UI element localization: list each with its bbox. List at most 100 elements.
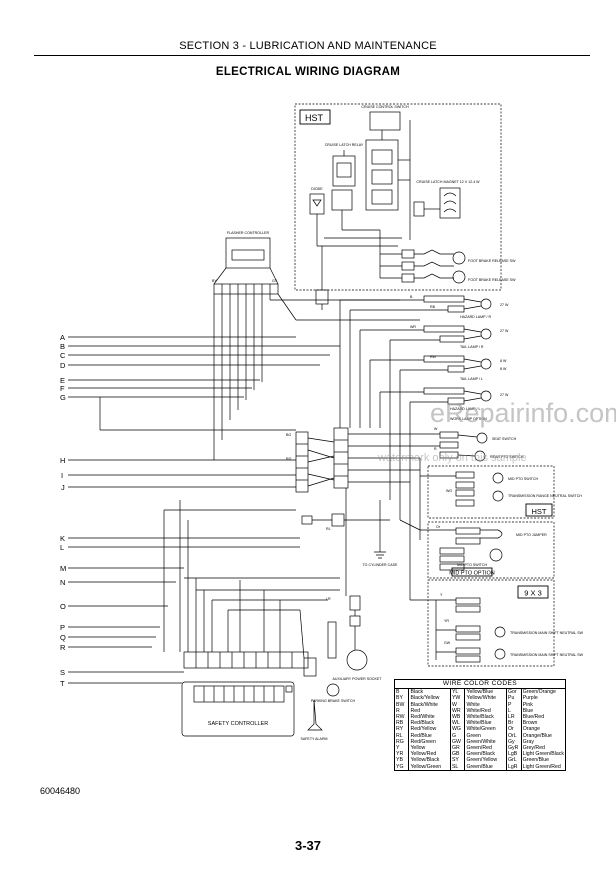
- wire-color-name: Black: [408, 688, 451, 696]
- left-label: Q: [60, 633, 66, 642]
- hst-lower-box: [427, 465, 555, 519]
- wire-code: YR: [393, 751, 410, 758]
- lamp-watt-2: 27 W: [500, 329, 509, 333]
- aux-power-socket-label: AUXILIARY POWER SOCKET: [333, 677, 383, 681]
- left-label: K: [60, 534, 65, 543]
- wire-code: SL: [449, 763, 466, 771]
- page-title: ELECTRICAL WIRING DIAGRAM: [215, 66, 401, 78]
- wire-code: R: [393, 707, 410, 715]
- wire-code: LgR: [506, 763, 522, 771]
- wire-tag: GY: [272, 279, 278, 283]
- foot-brake-release-label-1: FOOT BRAKE RELEASE SW: [468, 259, 516, 263]
- page-number: 3-37: [294, 838, 322, 853]
- mid-pto-option-box: [427, 521, 555, 579]
- wire-color-name: Red/Yellow: [408, 726, 451, 733]
- lamp-watt-1: 27 W: [500, 303, 509, 307]
- wire-color-name: Green/Blue: [464, 763, 507, 771]
- wire-code: Gor: [506, 688, 522, 696]
- wire-tag: RB: [430, 305, 436, 309]
- wire-code: RW: [393, 714, 410, 721]
- left-label: J: [61, 483, 65, 492]
- wire-tag: LR: [326, 597, 331, 601]
- left-label: P: [60, 623, 65, 632]
- left-label: R: [60, 643, 66, 652]
- wire-color-name: Grey/Red: [520, 745, 567, 752]
- watermark-sample: watermark only on this sample: [378, 452, 527, 464]
- wire-color-name: Red/Green: [408, 738, 451, 746]
- wire-tag: W: [434, 427, 438, 431]
- tail-lamp-r-label: TAIL LAMP / R: [460, 345, 484, 349]
- wire-color-name: Yellow/Black: [408, 757, 451, 764]
- wire-color-name: Red: [408, 707, 451, 715]
- wire-color-name: Green/Orange: [520, 688, 567, 696]
- foot-brake-release-label-2: FOOT BRAKE RELEASE SW: [468, 278, 516, 282]
- cruise-control-switch-label: CRUISE CONTROL SWITCH: [361, 105, 409, 109]
- left-label: A: [60, 333, 65, 342]
- wire-color-name: Blue: [520, 707, 567, 715]
- nine-by-three-label: 9 X 3: [524, 589, 542, 598]
- wire-color-name: Orange: [520, 726, 567, 733]
- wire-tag: YR: [444, 619, 449, 623]
- wire-color-name: Green/White: [464, 738, 507, 746]
- transmission-range-label: TRANSMISSION RANGE NEUTRAL SWITCH: [508, 494, 582, 498]
- wire-code: Y: [393, 745, 410, 752]
- central-connector: [333, 427, 349, 489]
- left-label: G: [60, 393, 66, 402]
- wire-color-name: Red/White: [408, 714, 451, 721]
- wire-code: YB: [393, 757, 410, 764]
- nine-by-three-box: [427, 579, 555, 667]
- wire-color-name: White: [464, 701, 507, 708]
- header-rule: [34, 55, 590, 56]
- wire-color-name: Yellow/Red: [408, 751, 451, 758]
- wire-color-name: Brown: [520, 720, 567, 727]
- wire-color-name: Green/Yellow: [464, 757, 507, 764]
- watermark-site: eRepairinfo.com: [430, 398, 616, 428]
- left-label: D: [60, 361, 66, 370]
- cruise-control-switch-housing: [365, 139, 399, 211]
- cruise-latch-magnet-body: [439, 187, 461, 219]
- left-label: C: [60, 351, 66, 360]
- wire-color-name: Light Green/Black: [520, 751, 567, 758]
- mid-pto-switch-hst-label: MID PTO SWITCH: [508, 477, 538, 481]
- wire-code: YL: [449, 688, 466, 696]
- cruise-latch-relay-label: CRUISE LATCH RELAY: [325, 143, 364, 147]
- wire-color-name: Green/Blue: [520, 757, 567, 764]
- mid-pto-switch-label: MID PTO SWITCH: [457, 563, 487, 567]
- left-label: B: [60, 342, 65, 351]
- seat-switch-label: SEAT SWITCH: [492, 437, 517, 441]
- flasher-controller-label: FLASHER CONTROLLER: [227, 231, 270, 235]
- hst-label: HST: [305, 113, 324, 123]
- wire-tag: WG: [446, 489, 452, 493]
- wire-color-name: Green: [464, 732, 507, 739]
- rear-pto-switch-label: REAR PTO SWITCH: [490, 455, 524, 459]
- wire-tag: Y: [440, 593, 443, 597]
- wire-code: RG: [393, 738, 410, 746]
- wire-tag: GW: [444, 641, 451, 645]
- wire-color-name: Green/Red: [464, 745, 507, 752]
- cruise-latch-magnet-label: CRUISE LATCH MAGNET 12 V 12.4 W: [416, 180, 480, 184]
- wire-tag: RG: [286, 457, 292, 461]
- hazard-lamp-l-label: HAZARD LAMP / L: [450, 407, 481, 411]
- wire-tag: BG: [286, 433, 291, 437]
- to-cylinder-case-label: TO CYLINDER CASE: [363, 563, 398, 567]
- wire-color-name: White/Blue: [464, 720, 507, 727]
- wire-color-name: Gray: [520, 738, 567, 746]
- left-label: M: [60, 564, 66, 573]
- left-label: E: [60, 376, 65, 385]
- transmission-main-shift-label-1: TRANSMISSION MAIN SHIFT NEUTRAL SW: [510, 631, 584, 635]
- wire-tags: B RB WR RW BY GY Or Y W R WG RL YR BG RG…: [212, 279, 452, 645]
- wire-color-name: White/Black: [464, 714, 507, 721]
- left-label: O: [60, 602, 66, 611]
- wire-tag: B: [410, 295, 413, 299]
- wire-color-name: Black/Yellow: [408, 695, 451, 702]
